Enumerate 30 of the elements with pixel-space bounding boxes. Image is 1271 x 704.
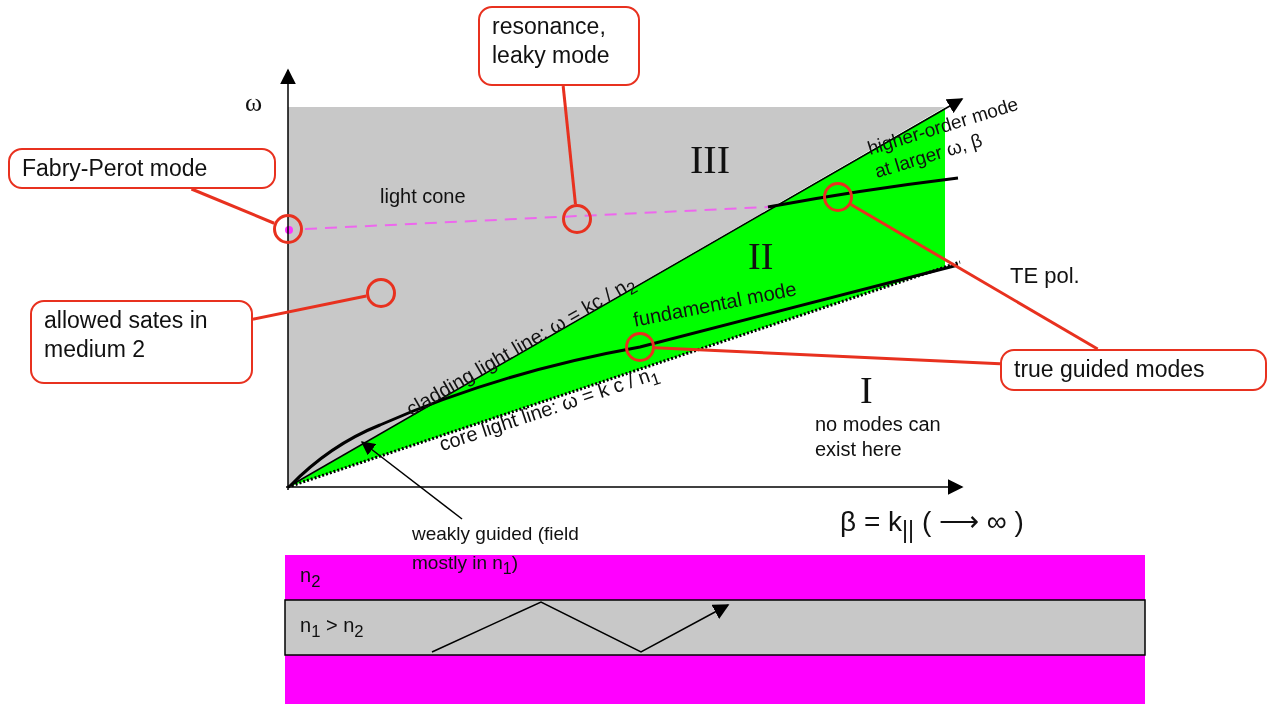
annotation-text: TE pol. xyxy=(1010,262,1080,290)
region-numeral: II xyxy=(748,234,774,279)
callout-box xyxy=(1000,349,1267,391)
leader-line xyxy=(654,346,1001,366)
leader-line xyxy=(561,85,577,205)
marker-circle xyxy=(562,204,592,234)
leader-line xyxy=(252,294,367,321)
axis-label: β = k$_{||}$ ( ⟶ ∞ ) xyxy=(840,505,1024,545)
callout-text: true guided modes xyxy=(1014,355,1206,384)
annotation-text: no modes can exist here xyxy=(815,412,942,462)
axis-label: ω xyxy=(245,87,263,119)
marker-circle xyxy=(366,278,396,308)
arrow xyxy=(360,441,463,520)
callout-box xyxy=(478,6,640,86)
annotation-text: weakly guided (field mostly in n$_{1}$) xyxy=(412,519,590,579)
region-numeral: III xyxy=(690,136,730,184)
marker-circle xyxy=(823,182,853,212)
callout-text: resonance, leaky mode xyxy=(492,12,611,70)
callout-text: Fabry-Perot mode xyxy=(22,154,209,183)
leader-line xyxy=(850,203,1099,351)
leader-line xyxy=(190,187,275,225)
layer-label: n$_{2}$ xyxy=(300,563,321,593)
line-label: light cone xyxy=(380,184,466,209)
layer-label: n$_{1}$ > n$_{2}$ xyxy=(300,613,364,643)
marker-circle xyxy=(273,214,303,244)
marker-circle xyxy=(625,332,655,362)
region-numeral: I xyxy=(860,368,873,413)
callout-box xyxy=(8,148,276,189)
callout-box xyxy=(30,300,253,384)
callout-text: allowed sates in medium 2 xyxy=(44,306,209,364)
